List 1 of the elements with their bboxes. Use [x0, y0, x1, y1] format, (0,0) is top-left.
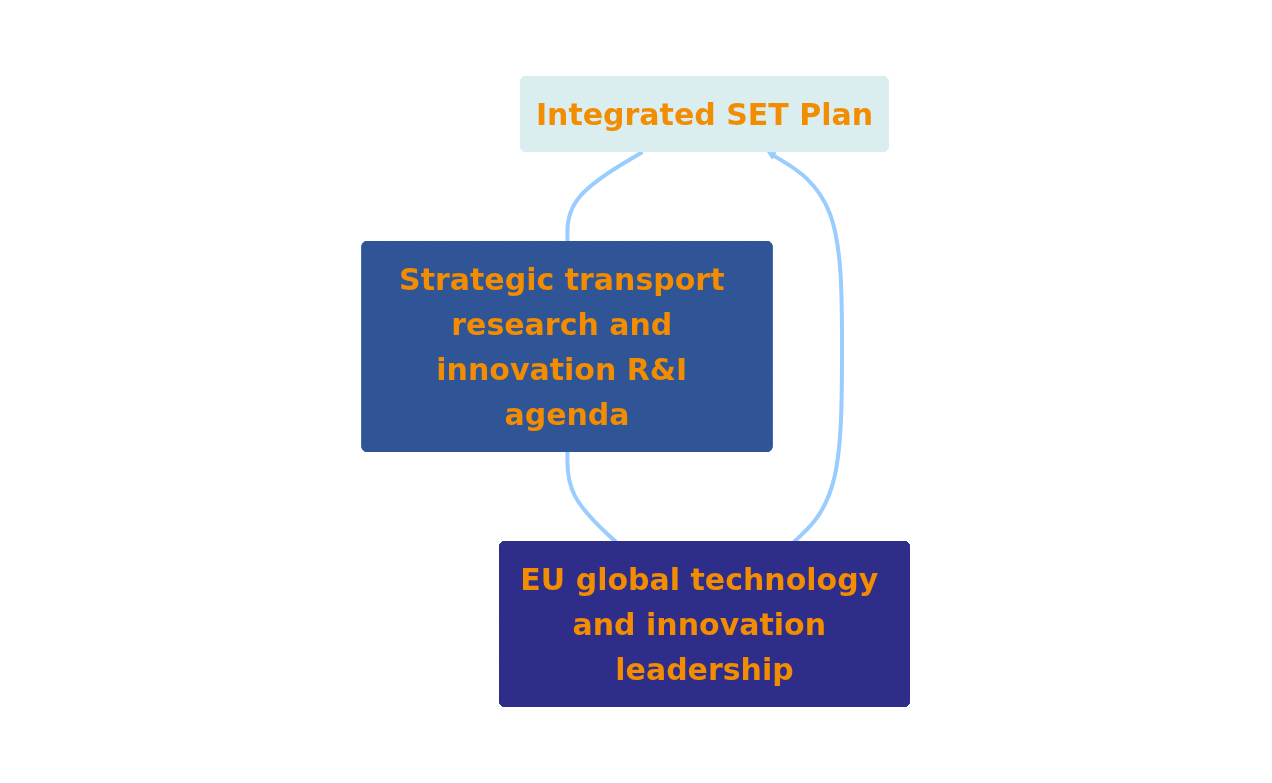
connector [565, 150, 644, 243]
